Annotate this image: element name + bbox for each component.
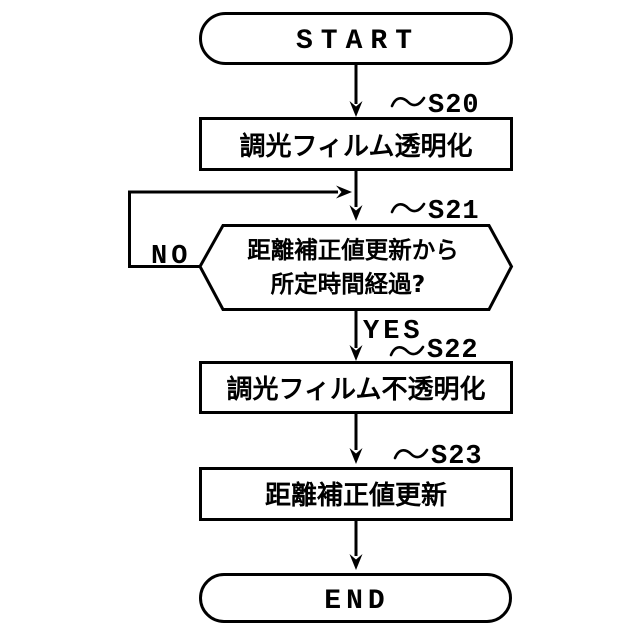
process-shape-s20 — [199, 117, 513, 171]
arrowhead-down-icon — [349, 101, 363, 117]
yes-branch: YES — [349, 310, 424, 361]
decision-label-line1: 距離補正値更新から — [247, 236, 459, 264]
arrowhead-down-icon — [349, 345, 363, 361]
process-box-s23: 距離補正値更新 — [199, 467, 513, 521]
process-shape-s22 — [199, 361, 513, 414]
step-ref-label-s20: S20 — [428, 91, 480, 121]
arrow-s20-to-s21 — [349, 170, 363, 221]
arrow-start-to-s20 — [349, 64, 363, 117]
process-box-s22: 調光フィルム不透明化 — [199, 361, 513, 414]
no-label: NO — [151, 242, 191, 272]
loop-line — [128, 190, 338, 268]
start-terminal-shape — [199, 12, 513, 65]
no-loop-line: NO — [128, 185, 352, 272]
start-label: START — [296, 26, 420, 57]
step-ref-s21: S21 — [390, 197, 480, 227]
tilde-connector-icon — [389, 345, 425, 357]
process-box-s20: 調光フィルム透明化 — [199, 117, 513, 171]
decision-label-line2: 所定時間経過? — [271, 270, 426, 298]
tilde-connector-icon — [393, 448, 429, 460]
arrowhead-down-icon — [349, 554, 363, 570]
arrowhead-down-icon — [349, 448, 363, 464]
end-terminal-shape — [199, 573, 512, 623]
arrow-s23-to-end — [349, 520, 363, 570]
end-label: END — [324, 586, 389, 617]
start-terminal: START — [199, 12, 513, 65]
process-label-s22: 調光フィルム不透明化 — [227, 374, 486, 405]
arrow-s22-to-s23 — [349, 413, 363, 464]
arrowhead-right-icon — [336, 185, 352, 199]
tilde-connector-icon — [390, 96, 426, 108]
yes-label: YES — [363, 317, 424, 347]
decision-shape-s21 — [198, 224, 514, 311]
decision-hexagon-s21: 距離補正値更新から 所定時間経過? — [198, 224, 514, 311]
process-label-s20: 調光フィルム透明化 — [240, 131, 473, 162]
step-ref-label-s21: S21 — [428, 197, 480, 227]
step-ref-s20: S20 — [390, 91, 480, 121]
process-shape-s23 — [199, 467, 513, 521]
end-terminal: END — [199, 573, 512, 623]
tilde-connector-icon — [390, 202, 426, 214]
process-label-s23: 距離補正値更新 — [265, 480, 447, 511]
arrowhead-down-icon — [349, 205, 363, 221]
